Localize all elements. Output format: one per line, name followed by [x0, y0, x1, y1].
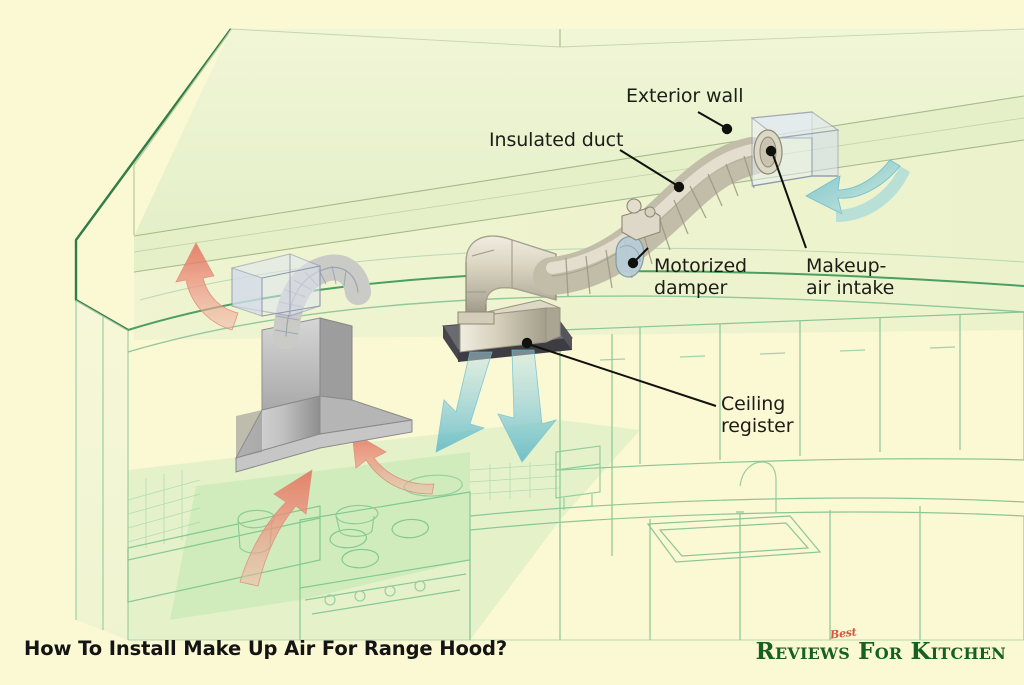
cookware-bowl — [403, 474, 463, 497]
illustration-artboard: Exterior wall Insulated duct Motorized d… — [74, 28, 1024, 641]
leader-makeup-air-intake — [771, 151, 807, 249]
rigid-duct-elbow — [457, 235, 557, 325]
range-stove — [299, 491, 471, 640]
label-ceiling-register: Ceiling register — [721, 393, 794, 437]
makeup-air-intake-cap — [750, 111, 840, 187]
leader-ceiling-register — [527, 343, 717, 407]
elbow-seam-2 — [471, 249, 495, 257]
cool-arrow-intake — [805, 159, 901, 215]
warm-arrow-hood-exit — [175, 242, 239, 331]
label-motorized-damper: Motorized damper — [654, 255, 748, 299]
brand-logo[interactable]: Best Reviews For Kitchen — [746, 625, 1006, 671]
leader-exterior-wall — [697, 111, 727, 129]
hood-chimney-side — [319, 317, 353, 401]
counter-left — [127, 505, 321, 603]
footer-bar: How To Install Make Up Air For Range Hoo… — [0, 623, 1024, 685]
motorized-damper — [615, 198, 661, 278]
brand-name: Reviews For Kitchen — [755, 638, 1006, 665]
cool-arrow-register-right — [497, 349, 558, 463]
warm-arrow-stove-left — [239, 469, 313, 587]
small-appliance — [555, 445, 601, 510]
cool-arrow-intake-tail — [836, 166, 910, 222]
ceiling-plane — [134, 29, 1024, 236]
range-hood — [234, 317, 413, 473]
sink-basin — [646, 515, 822, 563]
counter-right — [469, 497, 1024, 517]
leader-insulated-duct — [619, 149, 679, 187]
label-exterior-wall: Exterior wall — [626, 85, 744, 107]
elbow-collar — [457, 311, 495, 325]
damper-motor-knob — [626, 198, 642, 214]
register-plate-front — [443, 326, 458, 360]
register-boot-side — [545, 307, 561, 343]
left-soffit — [76, 300, 128, 640]
cool-airflow-arrows — [435, 159, 910, 463]
cookware-pot — [335, 504, 379, 537]
hood-shadow — [236, 410, 262, 458]
ceiling-construction-lines-faint — [133, 28, 1024, 253]
hood-canopy-skirt — [235, 419, 413, 473]
warm-arrow-stove-right — [351, 431, 435, 495]
backsplash-diamond-tile — [127, 470, 201, 548]
page-title: How To Install Make Up Air For Range Hoo… — [24, 637, 508, 660]
insulated-duct-run — [533, 137, 771, 297]
ceiling-construction-lines — [133, 29, 1024, 273]
label-leader-lines — [521, 111, 807, 407]
cool-arrow-register-left — [435, 351, 493, 453]
label-makeup-air-intake: Makeup- air intake — [806, 255, 895, 299]
label-insulated-duct: Insulated duct — [489, 129, 624, 151]
exhaust-wall-cap — [231, 253, 321, 317]
attic-roof-inner-line — [133, 29, 232, 235]
